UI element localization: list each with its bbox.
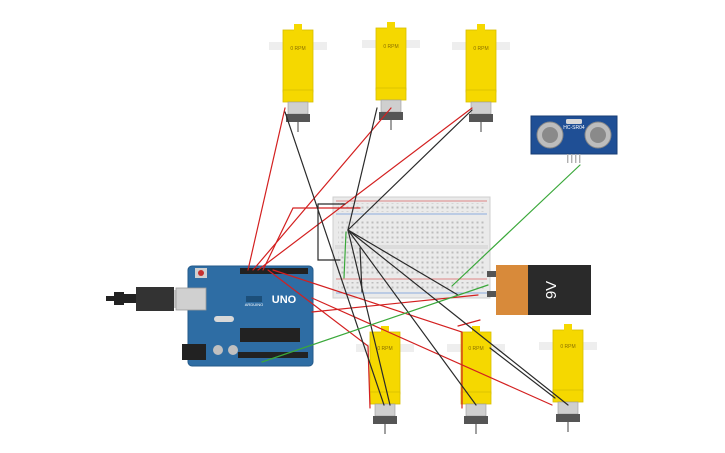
motor-label: 0 RPM (377, 346, 392, 352)
battery-9v[interactable]: 9V (487, 265, 591, 315)
motor-top-2[interactable]: 0 RPM (361, 21, 421, 131)
motor-bottom-1[interactable]: 0 RPM (355, 325, 415, 435)
motor-bottom-2[interactable]: 0 RPM (446, 325, 506, 435)
battery-label: 9V (543, 281, 560, 299)
motor-top-1[interactable]: 0 RPM (268, 23, 328, 133)
wires (247, 107, 581, 409)
motor-top-3[interactable]: 0 RPM (451, 23, 511, 133)
motor-bottom-3[interactable]: 0 RPM (538, 323, 598, 433)
breadboard[interactable] (332, 196, 491, 299)
arduino-model-label: UNO (272, 294, 297, 306)
sensor-label: HC-SR04 (563, 125, 585, 131)
arduino-uno-board[interactable]: ARDUINO UNO (106, 265, 314, 367)
motor-label: 0 RPM (468, 346, 483, 352)
motor-label: 0 RPM (383, 44, 398, 50)
ultrasonic-sensor[interactable]: HC-SR04 (530, 115, 618, 163)
motor-label: 0 RPM (290, 46, 305, 52)
motor-label: 0 RPM (473, 46, 488, 52)
motor-label: 0 RPM (560, 344, 575, 350)
arduino-brand-label: ARDUINO (245, 302, 263, 307)
